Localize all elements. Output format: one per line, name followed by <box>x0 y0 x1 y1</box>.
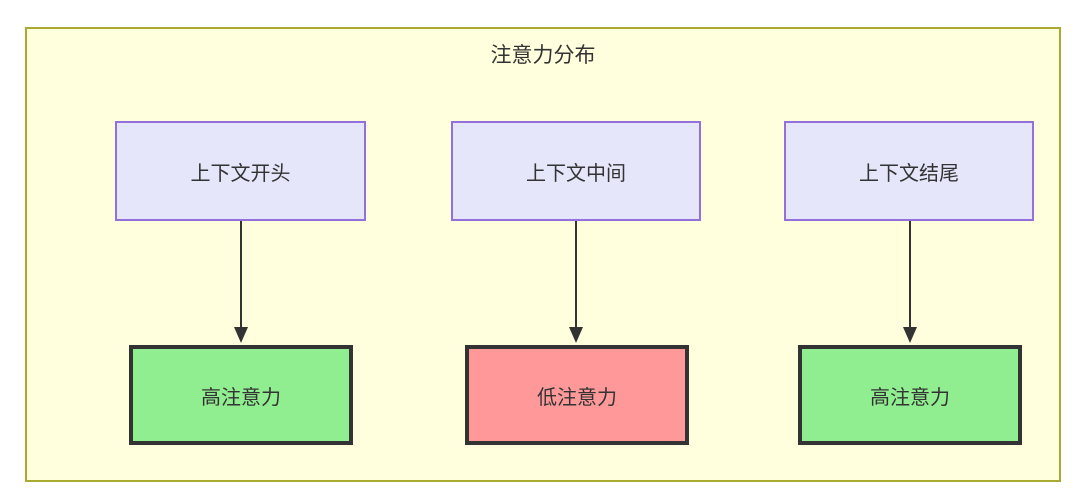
node-context-middle[interactable]: 上下文中间 <box>451 121 701 221</box>
node-label: 低注意力 <box>537 386 617 409</box>
node-label: 上下文开头 <box>190 162 291 185</box>
node-context-end[interactable]: 上下文结尾 <box>784 121 1034 221</box>
attention-distribution-subgraph: 注意力分布 上下文开头 上下文中间 上下文结尾 <box>25 27 1061 482</box>
arrow-down-icon <box>569 221 583 343</box>
arrow-down-icon <box>234 221 248 343</box>
node-context-start[interactable]: 上下文开头 <box>115 121 366 221</box>
edge-context-middle-to-low-attention <box>568 221 584 345</box>
node-label: 高注意力 <box>870 386 950 409</box>
node-high-attention-end[interactable]: 高注意力 <box>798 345 1022 445</box>
node-label: 上下文结尾 <box>859 162 959 185</box>
subgraph-title: 注意力分布 <box>490 44 596 67</box>
node-label: 高注意力 <box>201 386 281 409</box>
arrow-down-icon <box>903 221 917 343</box>
edge-context-start-to-high-attention <box>233 221 249 345</box>
node-low-attention-middle[interactable]: 低注意力 <box>465 345 689 445</box>
edge-context-end-to-high-attention <box>902 221 918 345</box>
node-label: 上下文中间 <box>526 162 626 185</box>
node-high-attention-start[interactable]: 高注意力 <box>129 345 353 445</box>
